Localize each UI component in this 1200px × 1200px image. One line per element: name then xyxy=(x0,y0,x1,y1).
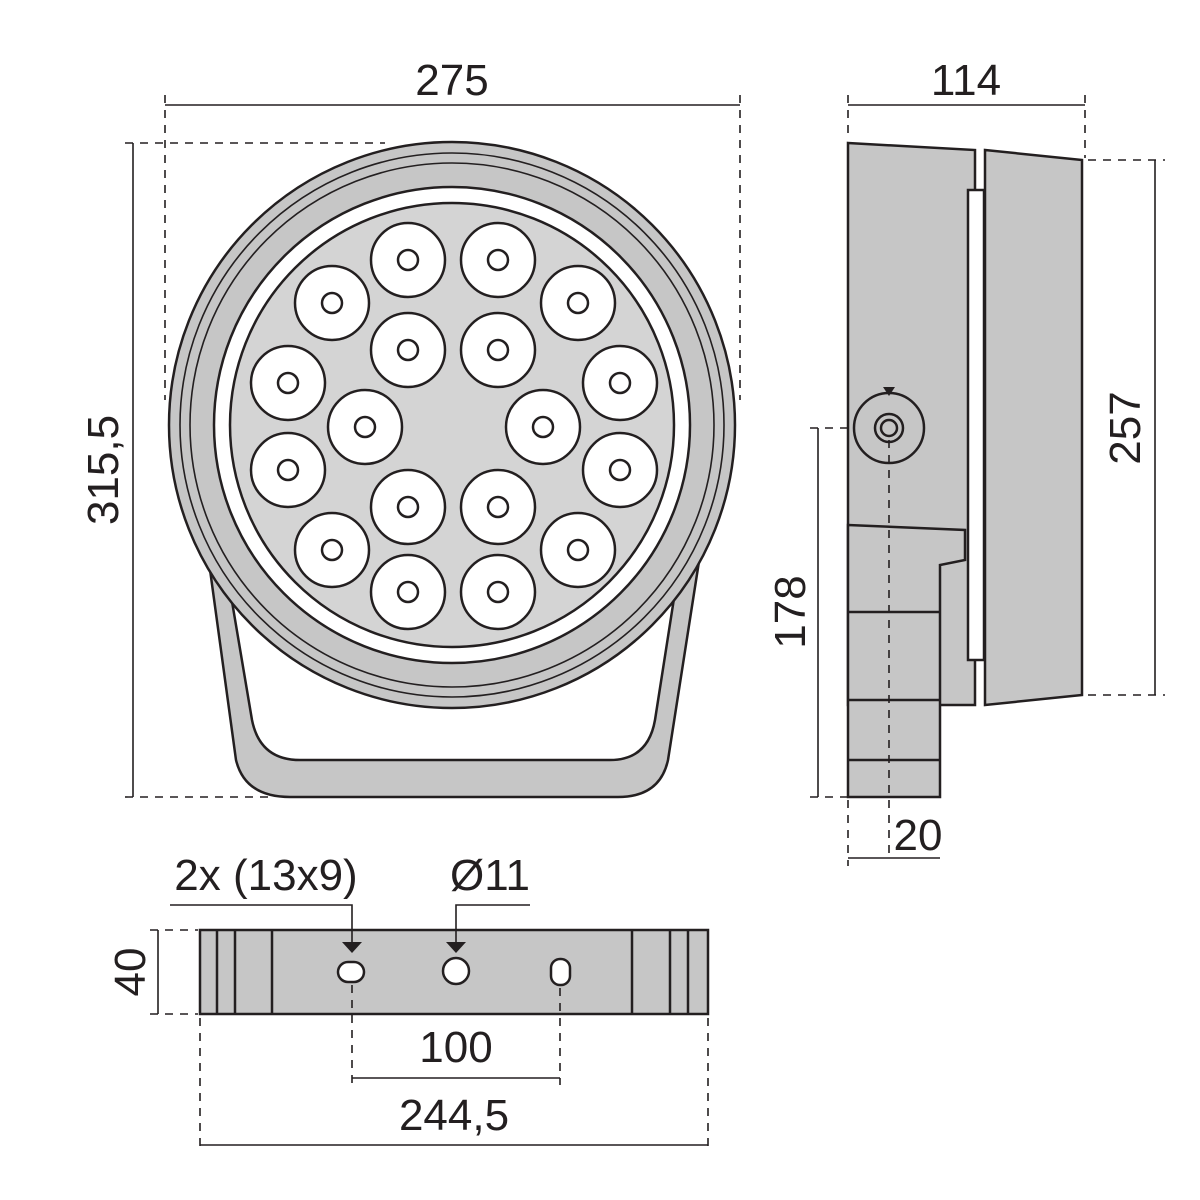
led-emitter xyxy=(486,338,510,362)
housing-ring xyxy=(189,162,715,688)
round-hole xyxy=(441,956,471,986)
led-emitter xyxy=(396,338,420,362)
dim-side-depth: 114 xyxy=(931,56,1001,105)
side-view xyxy=(846,141,1084,860)
led-emitter xyxy=(608,371,632,395)
led-emitter xyxy=(486,495,510,519)
led-emitter xyxy=(608,458,632,482)
dim-bracket-length: 244,5 xyxy=(399,1091,509,1140)
led-emitter xyxy=(276,371,300,395)
led-emitter xyxy=(396,495,420,519)
dim-front-height: 315,5 xyxy=(79,415,128,525)
label-slots: 2x (13x9) xyxy=(174,851,357,900)
label-hole-diameter: Ø11 xyxy=(450,851,530,900)
dim-offset: 20 xyxy=(894,811,943,860)
led-emitter xyxy=(531,415,555,439)
side-fins xyxy=(966,188,986,662)
bracket-view xyxy=(170,904,710,1016)
led-array xyxy=(249,221,659,631)
dim-side-height: 257 xyxy=(1101,391,1150,464)
led-emitter xyxy=(486,248,510,272)
led-emitter xyxy=(566,538,590,562)
led-emitter xyxy=(276,458,300,482)
led-emitter xyxy=(320,538,344,562)
led-emitter xyxy=(486,580,510,604)
lens-disc xyxy=(228,201,676,649)
slot-hole xyxy=(549,957,572,987)
front-view xyxy=(167,140,737,799)
led-emitter xyxy=(566,291,590,315)
led-emitter xyxy=(353,415,377,439)
dim-hole-spacing: 100 xyxy=(419,1023,492,1072)
led-emitter xyxy=(396,580,420,604)
dim-front-width: 275 xyxy=(415,56,488,105)
led-emitter xyxy=(320,291,344,315)
dim-bracket-thickness: 40 xyxy=(106,948,155,997)
slot-hole xyxy=(336,960,366,984)
side-housing-front xyxy=(983,148,1084,707)
dim-bracket-height: 178 xyxy=(766,575,815,648)
led-emitter xyxy=(396,248,420,272)
housing-ring xyxy=(179,152,725,698)
